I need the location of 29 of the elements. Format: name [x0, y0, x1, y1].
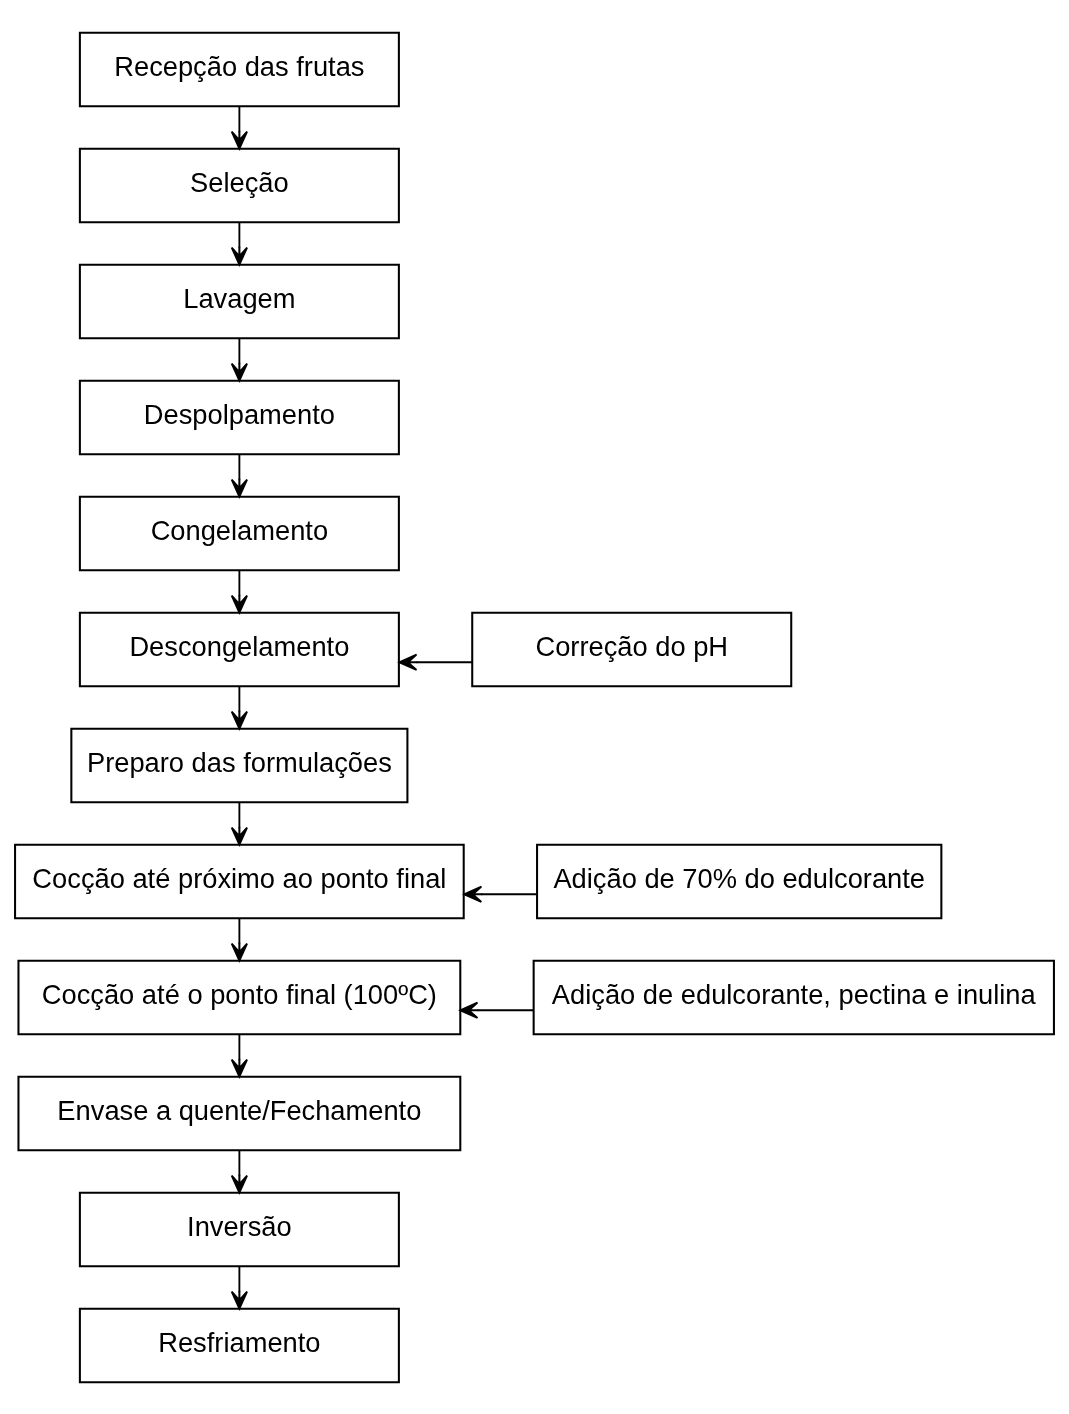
arrow — [230, 1148, 248, 1194]
arrow — [230, 104, 248, 150]
node-box: Descongelamento — [78, 611, 400, 687]
node-box: Despolpamento — [78, 379, 400, 455]
node-box: Adição de edulcorante, pectina e inulina — [532, 959, 1055, 1035]
arrow — [230, 568, 248, 614]
node-box: Seleção — [78, 147, 400, 223]
node-box: Adição de 70% do edulcorante — [536, 843, 943, 919]
node-box: Correção do pH — [471, 611, 793, 687]
node-box: Inversão — [78, 1191, 400, 1267]
node-box: Preparo das formulações — [70, 727, 409, 803]
arrow — [230, 452, 248, 498]
arrow — [230, 916, 248, 962]
node-box: Lavagem — [78, 263, 400, 339]
arrow — [459, 1001, 535, 1019]
node-box: Congelamento — [78, 495, 400, 571]
arrow — [463, 885, 538, 903]
arrow — [230, 336, 248, 382]
arrow — [230, 684, 248, 730]
arrow — [230, 1032, 248, 1078]
node-box: Resfriamento — [78, 1307, 400, 1383]
node-box: Cocção até o ponto final (100ºC) — [17, 959, 462, 1035]
node-box: Envase a quente/Fechamento — [17, 1075, 462, 1151]
arrow — [230, 800, 248, 846]
arrow — [398, 653, 474, 671]
node-box: Cocção até próximo ao ponto final — [14, 843, 465, 919]
node-box: Recepção das frutas — [78, 31, 400, 107]
arrow — [230, 220, 248, 266]
arrow — [230, 1264, 248, 1310]
